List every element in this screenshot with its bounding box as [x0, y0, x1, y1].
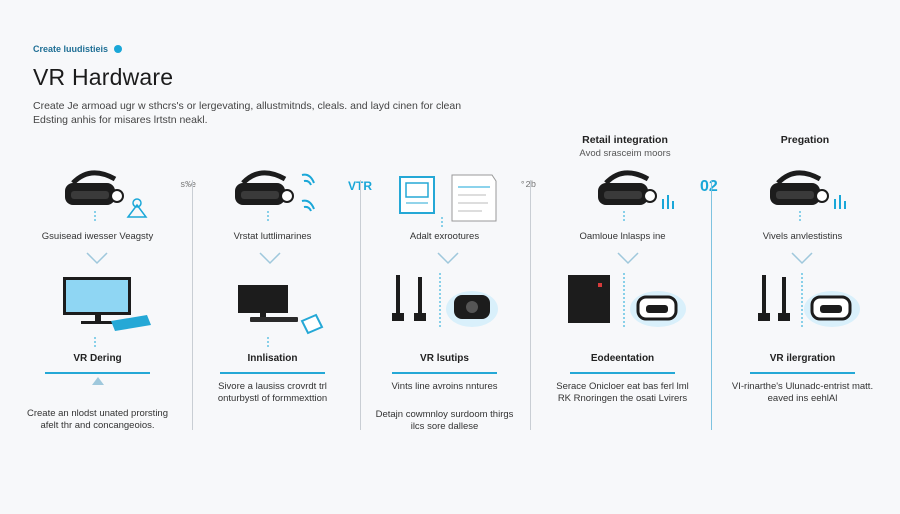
column-1-graphics [63, 170, 151, 347]
vr-headset-icon [598, 170, 657, 205]
dot-icon [114, 45, 123, 53]
page-description: Create Je armoad ugr w sthcrs's or lerge… [33, 99, 633, 127]
chevron-down-icon [617, 252, 639, 265]
desc-line-2: Edsting anhis for misares lrtstn neakl. [33, 114, 208, 126]
column-4-bar [570, 372, 675, 374]
column-3-bar [392, 372, 497, 374]
column-5-graphics [758, 170, 860, 327]
speaker-tower-icon [758, 275, 790, 321]
desktop-monitor-icon [63, 277, 131, 324]
column-3-title: VR lsutips [420, 353, 469, 364]
chevron-down-icon [259, 252, 281, 265]
tablet-icon [111, 315, 151, 331]
column-3-description-b: Detajn cowmnloy surdoom thirgs ilcs sore… [375, 409, 514, 432]
vr-headset-icon [65, 170, 124, 205]
chevron-down-icon [86, 252, 108, 265]
column-4-graphics [568, 170, 686, 327]
chevron-down-icon [791, 252, 813, 265]
signal-bars-icon [834, 195, 846, 209]
separator-4 [711, 180, 712, 430]
separator-2 [360, 180, 361, 430]
column-1-description: Create an nlodst unated prorsting afelt … [26, 408, 168, 431]
column-2-top-label: Vrstat luttlimarines [233, 231, 312, 242]
vr-console-icon [446, 291, 498, 327]
column-vr-ilergration: Vivels anvlestistins VR ilergration VI-r… [720, 165, 885, 505]
column-innlisation: Vrstat luttlimarines Innlisation Sivore … [190, 165, 355, 505]
column-4-title: Eodeentation [590, 353, 655, 364]
column-5-top-label: Vivels anvlestistins [762, 231, 843, 242]
column-2-title: Innlisation [247, 353, 298, 364]
column-4-description: Serace Onicloer eat bas ferl lml RK Rnor… [556, 381, 689, 404]
chevron-down-icon [437, 252, 459, 265]
marker-3: °2b [520, 180, 537, 190]
column-1-top-label: Gsuisead iwesser Veagsty [41, 231, 154, 242]
pregation-label: Pregation [745, 134, 865, 146]
eyebrow: Create luudistieis [33, 44, 633, 54]
column-5-description: VI-rinarthe's Ulunadc-entrist matt. eave… [731, 381, 874, 404]
column-5-bar [750, 372, 855, 374]
column-5-title: VR ilergration [769, 353, 836, 364]
vr-headset-icon [235, 170, 294, 205]
separator-3 [530, 180, 531, 430]
separator-1 [192, 180, 193, 430]
column-2-bar [220, 372, 325, 374]
arrow-up-icon [92, 377, 104, 385]
column-vr-lsutips: Adalt exrootures VR lsutips Vints line a… [362, 165, 527, 505]
header: Create luudistieis VR Hardware Create Je… [33, 44, 633, 127]
phone-icon [300, 313, 324, 335]
blueprint-document-icon [399, 176, 435, 214]
retail-integration-title: Retail integration [582, 134, 668, 146]
retail-integration-label: Retail integration Avod srasceim moors [565, 134, 685, 159]
column-2-graphics [235, 170, 324, 347]
vr-headset-icon [770, 170, 829, 205]
speaker-tower-icon [392, 275, 426, 321]
column-4-top-label: Oamloue lnlasps ine [579, 231, 666, 242]
column-1-title: VR Dering [73, 353, 122, 364]
eyebrow-text: Create luudistieis [33, 44, 109, 54]
pc-tower-icon [568, 275, 610, 323]
marker-4: 02 [700, 178, 718, 195]
column-vr-dering: Gsuisead iwesser Veagsty VR Dering Creat… [15, 165, 180, 505]
document-icon [451, 174, 497, 222]
signal-bars-icon [662, 195, 674, 209]
column-eodeentation: Oamloue lnlasps ine Eodeentation Serace … [540, 165, 705, 505]
column-3-graphics [392, 174, 498, 327]
vr-console-icon [630, 291, 686, 327]
page-title: VR Hardware [33, 64, 174, 90]
marker-1: s%e [180, 180, 197, 190]
user-icon [126, 198, 148, 218]
column-2-description: Sivore a lausiss crovrdt trl onturbystl … [217, 381, 328, 404]
vr-console-icon [804, 291, 860, 327]
desc-line-1: Create Je armoad ugr w sthcrs's or lerge… [33, 100, 462, 112]
pregation-title: Pregation [780, 134, 830, 146]
column-1-bar [45, 372, 150, 374]
column-3-description-a: Vints line avroins nntures [391, 381, 498, 392]
wifi-signal-icon [301, 173, 315, 212]
retail-integration-sub: Avod srasceim moors [579, 148, 671, 159]
column-3-top-label: Adalt exrootures [409, 231, 480, 242]
monitor-keyboard-icon [238, 285, 298, 322]
